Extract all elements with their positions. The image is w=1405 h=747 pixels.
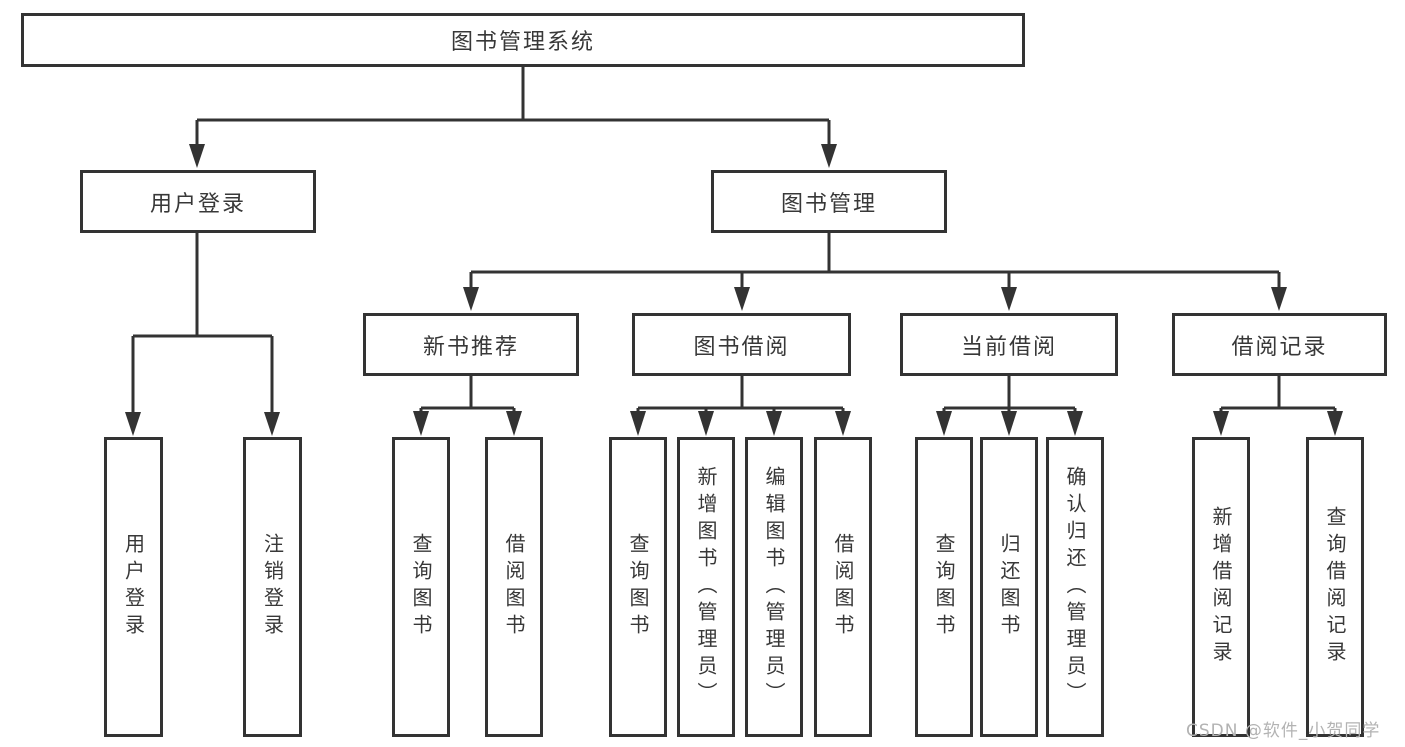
connector-root-to-level2	[195, 67, 831, 146]
node-root-system: 图书管理系统	[21, 13, 1025, 67]
leaf-bb-query-books: 查询图书	[609, 437, 667, 737]
leaf-nbr-borrow-books: 借阅图书	[485, 437, 543, 737]
leaf-bb-edit-books-admin: 编辑图书（管理员）	[745, 437, 803, 737]
connector-new-book-recommend-to-leaves	[419, 376, 516, 412]
arrowheads-book-borrowing	[630, 411, 851, 436]
node-current-borrowing-label: 当前借阅	[960, 334, 1057, 360]
connector-current-borrowing-to-leaves	[942, 376, 1077, 412]
leaf-cb-return-books-label: 归还图书	[997, 533, 1021, 641]
leaf-cb-query-books: 查询图书	[915, 437, 973, 737]
node-user-login: 用户登录	[80, 170, 316, 233]
connector-book-borrowing-to-leaves	[636, 376, 845, 412]
arrowheads-current-borrowing	[936, 411, 1083, 436]
leaf-nbr-query-books: 查询图书	[392, 437, 450, 737]
arrowheads-new-book-recommend	[413, 411, 522, 436]
leaf-nbr-borrow-books-label: 借阅图书	[502, 533, 526, 641]
leaf-logout-label: 注销登录	[260, 533, 285, 641]
leaf-bb-edit-books-admin-label: 编辑图书（管理员）	[762, 465, 786, 709]
leaf-user-login: 用户登录	[104, 437, 163, 737]
arrowheads-level2	[189, 144, 837, 168]
leaf-user-login-label: 用户登录	[121, 533, 146, 641]
node-book-borrowing-label: 图书借阅	[693, 334, 790, 360]
leaf-cb-confirm-return-admin-label: 确认归还（管理员）	[1063, 465, 1087, 709]
node-new-book-recommend-label: 新书推荐	[422, 334, 519, 360]
node-new-book-recommend: 新书推荐	[363, 313, 579, 376]
leaf-cb-return-books: 归还图书	[980, 437, 1038, 737]
node-user-login-label: 用户登录	[149, 191, 246, 217]
node-book-borrowing: 图书借阅	[632, 313, 851, 376]
arrowheads-borrowing-records	[1213, 411, 1343, 436]
node-borrowing-records-label: 借阅记录	[1231, 334, 1328, 360]
arrowheads-level3	[463, 287, 1287, 311]
leaf-bb-borrow-books: 借阅图书	[814, 437, 872, 737]
node-book-management: 图书管理	[711, 170, 947, 233]
connector-book-management-to-level3	[469, 233, 1281, 289]
leaf-bb-add-books-admin-label: 新增图书（管理员）	[694, 465, 718, 709]
leaf-logout: 注销登录	[243, 437, 302, 737]
arrowheads-user-login-leaves	[125, 412, 280, 436]
node-book-management-label: 图书管理	[780, 191, 877, 217]
leaf-br-add-record: 新增借阅记录	[1192, 437, 1250, 737]
leaf-nbr-query-books-label: 查询图书	[409, 533, 433, 641]
leaf-br-query-record-label: 查询借阅记录	[1323, 506, 1347, 668]
leaf-br-add-record-label: 新增借阅记录	[1209, 506, 1233, 668]
node-borrowing-records: 借阅记录	[1172, 313, 1387, 376]
leaf-br-query-record: 查询借阅记录	[1306, 437, 1364, 737]
leaf-bb-add-books-admin: 新增图书（管理员）	[677, 437, 735, 737]
leaf-bb-borrow-books-label: 借阅图书	[831, 533, 855, 641]
node-root-label: 图书管理系统	[450, 30, 595, 55]
connector-user-login-to-leaves	[131, 233, 274, 414]
leaf-cb-query-books-label: 查询图书	[932, 533, 956, 641]
csdn-watermark: CSDN @软件_小贺同学	[1186, 721, 1381, 741]
connector-borrowing-records-to-leaves	[1219, 376, 1337, 412]
leaf-cb-confirm-return-admin: 确认归还（管理员）	[1046, 437, 1104, 737]
node-current-borrowing: 当前借阅	[900, 313, 1118, 376]
leaf-bb-query-books-label: 查询图书	[626, 533, 650, 641]
